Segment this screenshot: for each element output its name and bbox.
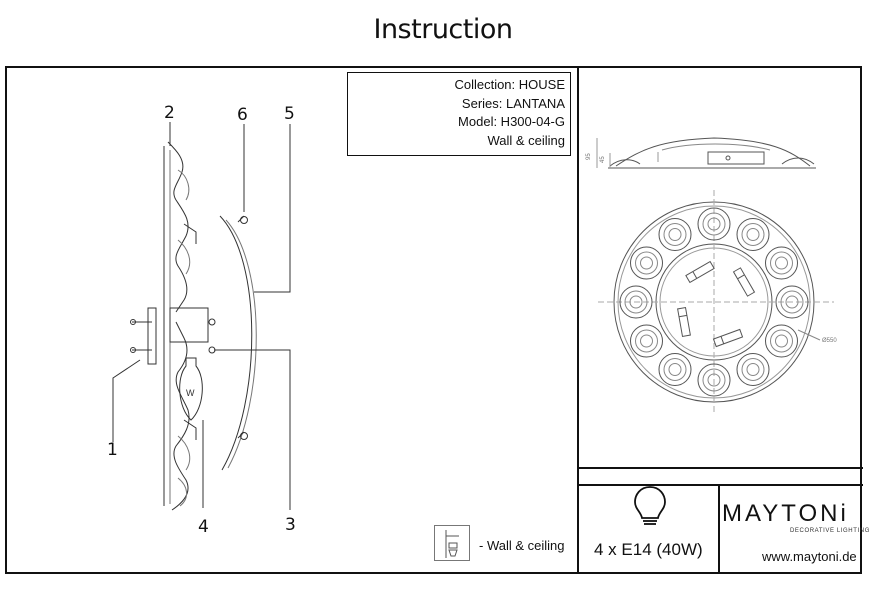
model-label: Model: H300-04-G	[458, 114, 565, 129]
divider-horizontal-2	[577, 484, 863, 486]
diameter-label: Ø550	[822, 338, 837, 344]
callout-2: 2	[164, 103, 175, 123]
website-link[interactable]: www.maytoni.de	[762, 549, 857, 564]
brand-logo: MAYTONi	[722, 500, 849, 527]
profile-height-label: 95	[586, 153, 592, 160]
swirl-ornament	[736, 218, 770, 251]
divider-footer-vertical	[718, 484, 720, 574]
swirl-ornament	[630, 324, 663, 358]
mount-glyph	[445, 530, 459, 558]
swirl-ornament	[630, 246, 663, 280]
callout-6: 6	[237, 105, 248, 125]
swirl-ornament	[697, 207, 731, 241]
product-info-box: Collection: HOUSE Series: LANTANA Model:…	[347, 72, 571, 156]
series-label: Series: LANTANA	[461, 95, 565, 111]
collection-label: Collection: HOUSE	[454, 77, 565, 92]
mount-label: Wall & ceiling	[487, 132, 565, 148]
callout-4: 4	[198, 517, 209, 537]
divider-horizontal-1	[577, 467, 863, 469]
swirl-ornament	[697, 363, 731, 397]
swirl-ornament	[619, 285, 653, 319]
callout-5: 5	[284, 104, 295, 124]
swirl-ornament	[736, 353, 770, 386]
callout-1: 1	[107, 440, 118, 460]
page-title: Instruction	[373, 14, 513, 45]
swirl-ornament	[765, 324, 798, 358]
swirl-ornament	[658, 353, 692, 386]
lamp-spec: 4 x E14 (40W)	[594, 540, 703, 559]
swirl-ornament	[775, 285, 809, 319]
light-bulb-icon	[634, 486, 666, 525]
brand-tagline: DECORATIVE LIGHTING	[790, 528, 870, 534]
callout-3: 3	[285, 515, 296, 535]
wall-ceiling-mount-icon	[434, 525, 470, 561]
drawing-frame	[5, 66, 862, 574]
legend-text: - Wall & ceiling	[479, 538, 565, 553]
svg-text:W: W	[186, 388, 195, 398]
profile-height-label-2: 45	[600, 156, 606, 163]
swirl-ornament	[658, 218, 692, 251]
swirl-ornament	[765, 246, 798, 280]
divider-vertical	[577, 66, 579, 574]
